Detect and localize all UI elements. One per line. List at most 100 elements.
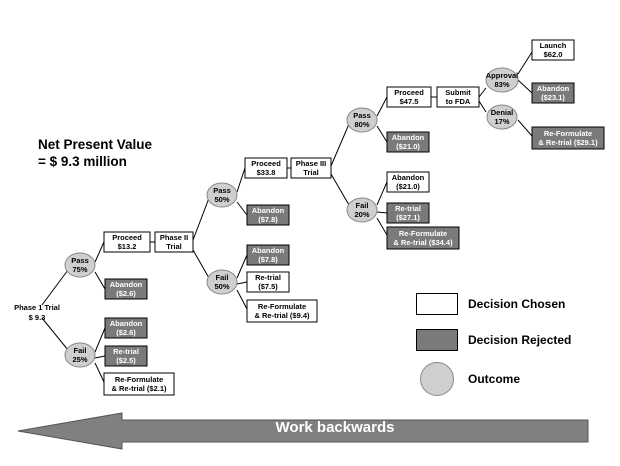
decision-box [531, 82, 575, 104]
decision-box [103, 372, 175, 396]
node-text-line: Launch [540, 41, 567, 50]
chosen-decision-p2-retrial: Re-trial($7.5) [246, 271, 290, 293]
decision-box [104, 317, 148, 339]
outcome-circle [346, 107, 378, 133]
root-label-line: $ 9.3 [29, 313, 46, 322]
node-text-line: Proceed [251, 159, 281, 168]
tree-connector [94, 327, 106, 353]
rejected-decision-denial-reform: Re-Formulate& Re-trial ($29.1) [531, 126, 605, 150]
outcome-circle [485, 67, 519, 93]
node-text-line: Approval [486, 71, 519, 80]
node-text-line: to FDA [446, 97, 471, 106]
tree-connector [376, 211, 388, 214]
tree-connector [478, 100, 487, 113]
node-text-line: Submit [445, 88, 471, 97]
node-text-line: 50% [214, 282, 229, 291]
node-text-line: Pass [353, 111, 371, 120]
node-text-line: ($2.6) [116, 328, 136, 337]
tree-connector [330, 173, 350, 206]
tree-connector [236, 167, 246, 193]
node-text-line: Re-trial [113, 347, 139, 356]
decision-box [386, 226, 460, 250]
decision-box [386, 131, 430, 153]
node-text-line: Denial [491, 108, 514, 117]
node-text-line: Fail [356, 201, 369, 210]
tree-connector [517, 119, 533, 137]
decision-box [104, 278, 148, 300]
decision-box [246, 299, 318, 323]
node-text-line: Pass [213, 186, 231, 195]
tree-connector [94, 241, 105, 263]
tree-connector [236, 289, 248, 310]
rejected-decision-p1-abandon-pass: Abandon($2.6) [104, 278, 148, 300]
decision-box [290, 157, 332, 179]
node-text-line: Re-Formulate [544, 129, 592, 138]
decision-box [386, 202, 430, 224]
tree-connector [41, 269, 69, 306]
node-text-line: $33.8 [257, 168, 276, 177]
tree-connector [236, 254, 248, 279]
outcome-circle [346, 197, 378, 223]
legend-rejected-swatch [416, 329, 458, 351]
node-text-line: Pass [71, 256, 89, 265]
node-text-line: Trial [166, 242, 181, 251]
decision-box [104, 345, 148, 367]
node-text-line: $62.0 [544, 50, 563, 59]
node-text-line: Phase II [160, 233, 188, 242]
node-text-line: Proceed [394, 88, 424, 97]
node-text-line: Re-trial [255, 273, 281, 282]
work-backwards-label: Work backwards [275, 419, 395, 436]
decision-box [103, 231, 151, 253]
node-text-line: Fail [216, 273, 229, 282]
npv-line-2: = $ 9.3 million [38, 154, 127, 169]
node-text-line: 75% [72, 265, 87, 274]
chosen-decision-p2-reform: Re-Formulate& Re-trial ($9.4) [246, 299, 318, 323]
node-text-line: & Re-trial ($2.1) [111, 384, 167, 393]
root-label-line: Phase 1 Trial [14, 303, 60, 312]
node-text-line: 20% [354, 210, 369, 219]
node-text-line: & Re-trial ($9.4) [254, 311, 310, 320]
rejected-decision-p3-reform: Re-Formulate& Re-trial ($34.4) [386, 226, 460, 250]
rejected-decision-p2-abandon-pass: Abandon($7.8) [246, 204, 290, 226]
outcome-circle [206, 182, 238, 208]
tree-connector [94, 362, 105, 383]
node-text-line: $13.2 [118, 242, 137, 251]
tree-connector [517, 51, 533, 75]
rejected-decision-p2-abandon-fail: Abandon($7.8) [246, 244, 290, 266]
node-text-line: ($21.0) [396, 142, 420, 151]
node-text-line: ($7.8) [258, 215, 278, 224]
tree-connector [94, 355, 106, 359]
outcome-circle [486, 104, 518, 130]
decision-box [531, 126, 605, 150]
npv-line-1: Net Present Value [38, 137, 153, 152]
decision-box [436, 86, 480, 108]
chosen-decision-p1-reform: Re-Formulate& Re-trial ($2.1) [103, 372, 175, 396]
node-text-line: ($7.5) [258, 282, 278, 291]
root-node: Phase 1 Trial$ 9.3 [14, 303, 60, 322]
legend-outcome-label: Outcome [468, 372, 521, 386]
tree-connector [94, 271, 106, 290]
outcome-circle [64, 342, 96, 368]
decision-box [246, 204, 290, 226]
decision-box [246, 271, 290, 293]
decision-box [386, 86, 432, 108]
tree-connector [376, 125, 388, 143]
node-text-line: Abandon [537, 84, 570, 93]
tree-connector [236, 201, 248, 216]
node-text-line: Abandon [110, 319, 143, 328]
decision-box [244, 157, 288, 179]
node-text-line: Abandon [110, 280, 143, 289]
node-text-line: 80% [354, 120, 369, 129]
node-text-line: 50% [214, 195, 229, 204]
rejected-decision-p1-retrial: Re-trial($2.5) [104, 345, 148, 367]
tree-connector [330, 123, 350, 167]
node-text-line: Re-Formulate [115, 375, 163, 384]
